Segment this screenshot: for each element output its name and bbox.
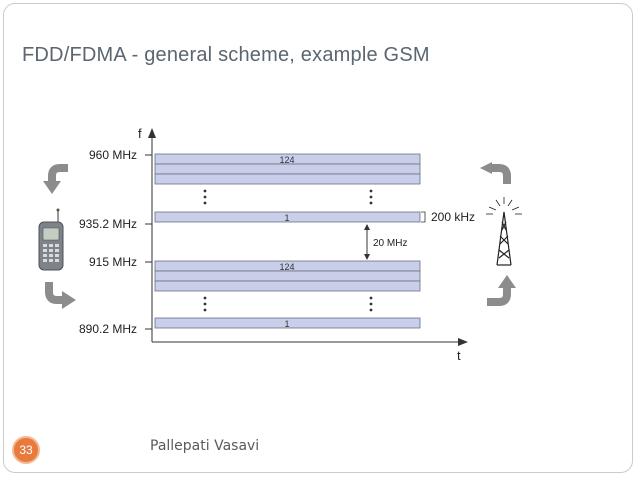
channel-row-uplink-1 xyxy=(154,317,421,329)
curved-arrow-right-icon xyxy=(45,282,76,309)
curved-arrow-down-icon xyxy=(43,164,68,194)
uplink-band: 124 xyxy=(154,260,421,292)
mobile-phone-icon xyxy=(38,208,64,271)
channel-label-uplink-124: 124 xyxy=(279,262,294,272)
t-axis-arrowhead xyxy=(458,338,468,346)
curved-arrow-down-right-icon xyxy=(480,162,511,184)
freq-label-915: 915 MHz xyxy=(89,255,137,269)
slide-number-badge: 33 xyxy=(12,436,40,464)
slide-title: FDD/FDMA - general scheme, example GSM xyxy=(22,44,430,66)
axis-t-label: t xyxy=(457,348,461,363)
channel-label-downlink-1: 1 xyxy=(284,213,289,223)
slide-frame xyxy=(3,3,633,473)
duplex-spacing-label: 20 MHz xyxy=(373,238,407,249)
channel-row xyxy=(154,163,421,175)
freq-label-960: 960 MHz xyxy=(89,148,137,162)
antenna-tower-icon xyxy=(486,197,522,266)
freq-label-890: 890.2 MHz xyxy=(79,322,137,336)
axis-f-label: f xyxy=(138,126,142,141)
bandwidth-bracket xyxy=(421,211,426,223)
footer-author: Pallepati Vasavi xyxy=(150,438,260,454)
channel-row xyxy=(154,280,421,292)
uplink-ellipsis xyxy=(203,296,373,312)
f-axis-arrowhead xyxy=(148,128,156,138)
channel-label-uplink-1: 1 xyxy=(284,319,289,329)
freq-label-935: 935.2 MHz xyxy=(79,217,137,231)
channel-row-downlink-1 xyxy=(154,211,421,223)
channel-row xyxy=(154,270,421,282)
curved-arrow-up-icon xyxy=(487,275,516,306)
bandwidth-label: 200 kHz xyxy=(431,210,475,224)
downlink-band: 124 xyxy=(154,153,421,185)
channel-label-downlink-124: 124 xyxy=(279,155,294,165)
channel-row xyxy=(154,173,421,185)
duplex-spacing-arrow xyxy=(364,224,370,260)
downlink-ellipsis xyxy=(203,189,373,205)
